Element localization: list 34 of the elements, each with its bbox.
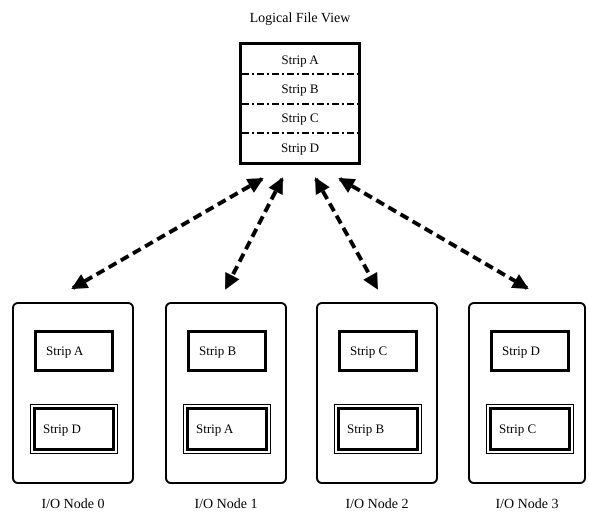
strip-label: Strip D <box>281 138 319 157</box>
io-node-box <box>468 302 586 484</box>
dashed-arrow <box>71 177 264 290</box>
strip-label: Strip A <box>281 50 319 69</box>
heading: I/O Node 1 <box>194 496 258 514</box>
heading: I/O Node 3 <box>494 496 560 514</box>
io-node-box <box>165 302 287 484</box>
dashed-arrow <box>224 177 284 290</box>
replica-strip-box <box>183 404 271 454</box>
heading: I/O Node 2 <box>344 496 410 514</box>
strip-label: Strip D <box>43 420 81 438</box>
strip-box <box>187 330 267 372</box>
strip-label: Strip B <box>347 420 384 438</box>
strip-box <box>490 330 570 372</box>
replica-strip-box <box>486 404 574 454</box>
strip-box <box>34 330 114 372</box>
heading: Logical File View <box>248 10 352 28</box>
strip-label: Strip D <box>502 342 540 360</box>
strip-label: Strip B <box>281 80 319 98</box>
strip-box <box>338 330 418 372</box>
strip-label: Strip C <box>499 420 536 438</box>
strip-label: Strip C <box>281 109 319 128</box>
file-view-box <box>239 42 361 165</box>
replica-strip-box <box>334 404 422 454</box>
strip-label: Strip C <box>350 342 388 360</box>
strip-label: Strip B <box>199 342 236 360</box>
replica-strip-box <box>30 404 118 454</box>
dashed-arrow <box>314 177 379 290</box>
strip-label: Strip A <box>196 420 234 438</box>
heading: I/O Node 0 <box>40 496 106 514</box>
strip-label: Strip A <box>46 342 84 360</box>
dashed-arrow <box>338 177 529 290</box>
io-node-box <box>316 302 438 484</box>
io-node-box <box>12 302 134 484</box>
